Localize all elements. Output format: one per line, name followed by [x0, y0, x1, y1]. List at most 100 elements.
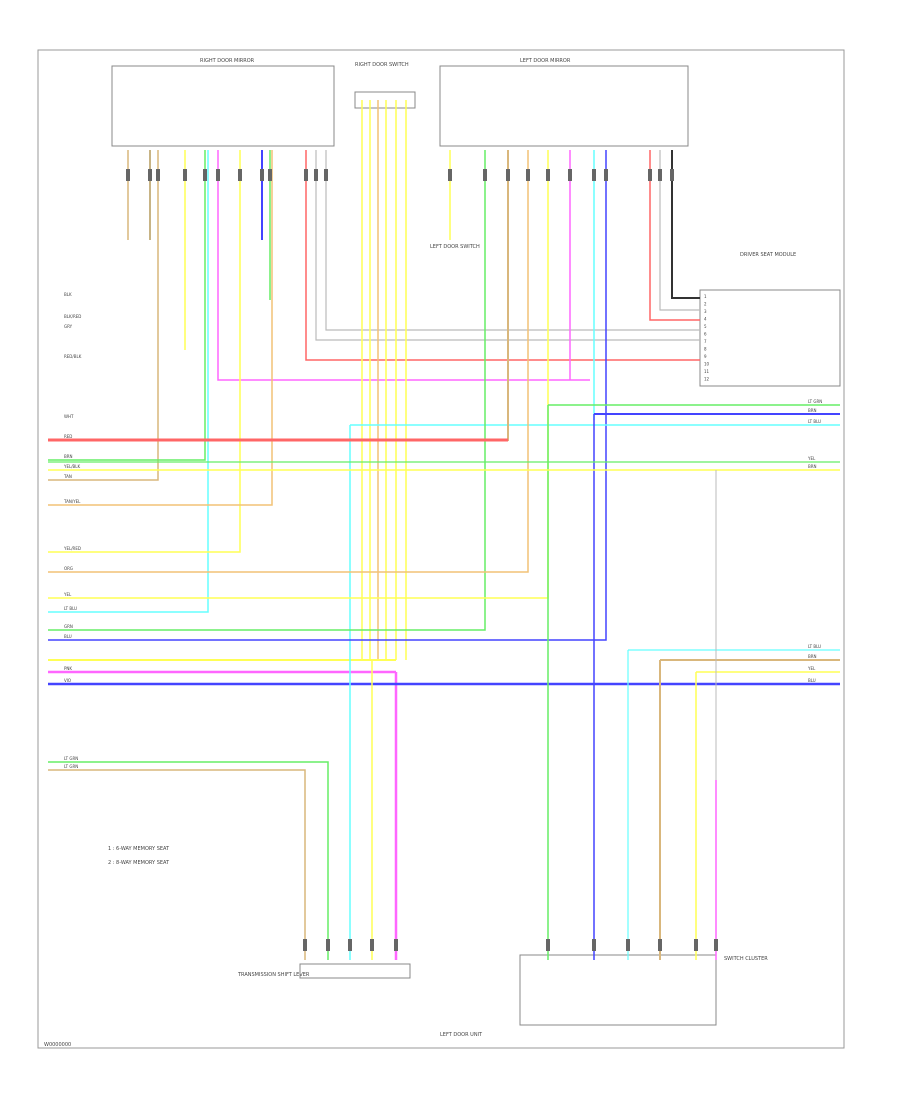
module-pin-label: 11 — [704, 369, 710, 374]
module-pin-label: 9 — [704, 354, 707, 359]
wire-yellow — [48, 150, 241, 553]
connector-top-18 — [592, 169, 596, 181]
left-wire-label: YEL — [63, 592, 72, 597]
wire-tan — [48, 150, 509, 441]
wire-blue — [48, 150, 607, 641]
svg-text:LEFT DOOR SWITCH: LEFT DOOR SWITCH — [430, 244, 480, 250]
svg-text:RIGHT DOOR MIRROR: RIGHT DOOR MIRROR — [200, 58, 255, 64]
module-pin-label: 8 — [704, 347, 707, 352]
left-wire-label: RED/BLK — [64, 354, 82, 359]
connector-top-22 — [670, 169, 674, 181]
left-door-switch: LEFT DOOR SWITCH — [430, 244, 480, 250]
connector-bottom-9 — [694, 939, 698, 951]
right-wire-label: BLU — [808, 678, 816, 683]
connector-top-19 — [604, 169, 608, 181]
connector-bottom-8 — [658, 939, 662, 951]
connector-top-20 — [648, 169, 652, 181]
right-wire-label: YEL — [807, 666, 816, 671]
connector-bottom-7 — [626, 939, 630, 951]
svg-text:DRIVER SEAT MODULE: DRIVER SEAT MODULE — [740, 252, 796, 258]
wire-shift-green — [48, 761, 329, 960]
connector-bottom-1 — [326, 939, 330, 951]
module-pin-label: 12 — [704, 377, 710, 382]
left-wire-label: RED — [64, 434, 72, 439]
right-door-mirror: RIGHT DOOR MIRROR — [111, 58, 335, 147]
left-wire-label: LT GRN — [64, 756, 78, 761]
wire-orange — [48, 150, 273, 506]
connector-bottom-3 — [370, 939, 374, 951]
wire-gray — [315, 150, 700, 341]
transmission-shift-lever: TRANSMISSION SHIFT LEVER — [237, 963, 411, 979]
connector-top-3 — [183, 169, 187, 181]
connector-top-12 — [448, 169, 452, 181]
right-wire-label: BRN — [808, 654, 817, 659]
connector-top-7 — [260, 169, 264, 181]
right-wire-label: LT BLU — [808, 419, 821, 424]
connector-top-11 — [324, 169, 328, 181]
connector-top-2 — [156, 169, 160, 181]
connector-bottom-4 — [394, 939, 398, 951]
right-wire-label: YEL — [807, 456, 816, 461]
left-wire-label: BLK — [64, 292, 72, 297]
driver-seat-module: DRIVER SEAT MODULE — [699, 252, 841, 387]
module-pin-label: 2 — [704, 302, 707, 307]
svg-text:TRANSMISSION SHIFT LEVER: TRANSMISSION SHIFT LEVER — [237, 972, 310, 978]
connector-top-10 — [314, 169, 318, 181]
module-pin-label: 7 — [704, 339, 707, 344]
left-wire-label: LT BLU — [64, 606, 77, 611]
connector-top-17 — [568, 169, 572, 181]
connector-top-6 — [238, 169, 242, 181]
wire-orange — [48, 150, 529, 573]
left-wire-label: GRY — [64, 324, 73, 329]
note-2: 2 : 8-WAY MEMORY SEAT — [108, 860, 170, 866]
connector-top-9 — [304, 169, 308, 181]
right-wire-label: BRN — [808, 408, 817, 413]
connector-bottom-6 — [592, 939, 596, 951]
module-pin-label: 10 — [704, 362, 710, 367]
left-wire-label: LT GRN — [64, 764, 78, 769]
wire-dark — [671, 150, 700, 299]
wire-gray — [659, 150, 700, 311]
wire-cyan — [48, 150, 209, 613]
wire-yellow — [48, 150, 549, 599]
connector-bottom-10 — [714, 939, 718, 951]
svg-text:LEFT DOOR UNIT: LEFT DOOR UNIT — [440, 1032, 483, 1038]
connector-bottom-2 — [348, 939, 352, 951]
module-pin-label: 4 — [704, 317, 707, 322]
right-wire-label: LT GRN — [808, 399, 822, 404]
module-pin-label: 5 — [704, 324, 707, 329]
wire-green — [48, 150, 486, 631]
left-wire-label: VIO — [64, 678, 71, 683]
left-wire-label: BRN — [64, 454, 73, 459]
wire-tan-left — [48, 150, 159, 481]
connector-top-5 — [216, 169, 220, 181]
connector-top-13 — [483, 169, 487, 181]
left-wire-label: TAN/YEL — [63, 499, 81, 504]
left-wire-label: BLU — [64, 634, 72, 639]
connector-top-4 — [203, 169, 207, 181]
wire-green — [48, 150, 206, 461]
wire-red — [305, 150, 700, 361]
corner-code: W0000000 — [44, 1042, 71, 1048]
left-wire-label: TAN — [63, 474, 72, 479]
connector-top-15 — [526, 169, 530, 181]
diagram-border — [37, 49, 845, 1049]
left-wire-label: BLK/RED — [64, 314, 81, 319]
connector-top-0 — [126, 169, 130, 181]
wire-group — [48, 100, 840, 960]
connector-top-21 — [658, 169, 662, 181]
module-pin-label: 1 — [704, 294, 707, 299]
left-wire-label: ORG — [64, 566, 73, 571]
connector-top-14 — [506, 169, 510, 181]
left-wire-label: YEL/RED — [63, 546, 81, 551]
wire-shift-tan — [48, 769, 306, 960]
note-1: 1 : 6-WAY MEMORY SEAT — [108, 846, 170, 852]
connector-top-8 — [268, 169, 272, 181]
switch-cluster: SWITCH CLUSTER — [519, 954, 768, 1026]
connector-bottom-5 — [546, 939, 550, 951]
right-door-switch: RIGHT DOOR SWITCH — [354, 62, 416, 109]
left-wire-label: PNK — [64, 666, 72, 671]
right-wire-label: LT BLU — [808, 644, 821, 649]
svg-text:SWITCH CLUSTER: SWITCH CLUSTER — [724, 956, 768, 962]
